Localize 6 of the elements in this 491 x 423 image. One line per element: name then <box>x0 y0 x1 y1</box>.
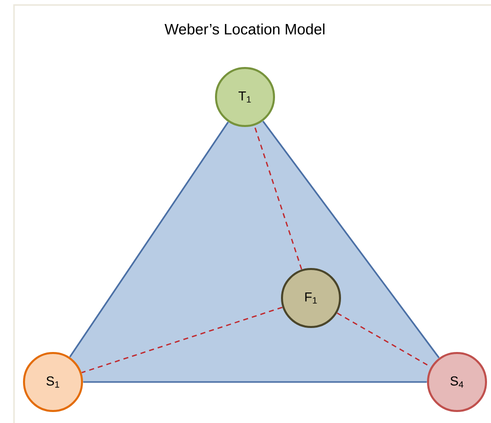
connector-line <box>262 120 440 358</box>
connector-line <box>82 306 282 374</box>
connector-line <box>254 125 302 270</box>
title: Weber’s Location Model <box>164 24 324 34</box>
connector-line <box>69 122 229 358</box>
connector-line <box>83 381 427 383</box>
